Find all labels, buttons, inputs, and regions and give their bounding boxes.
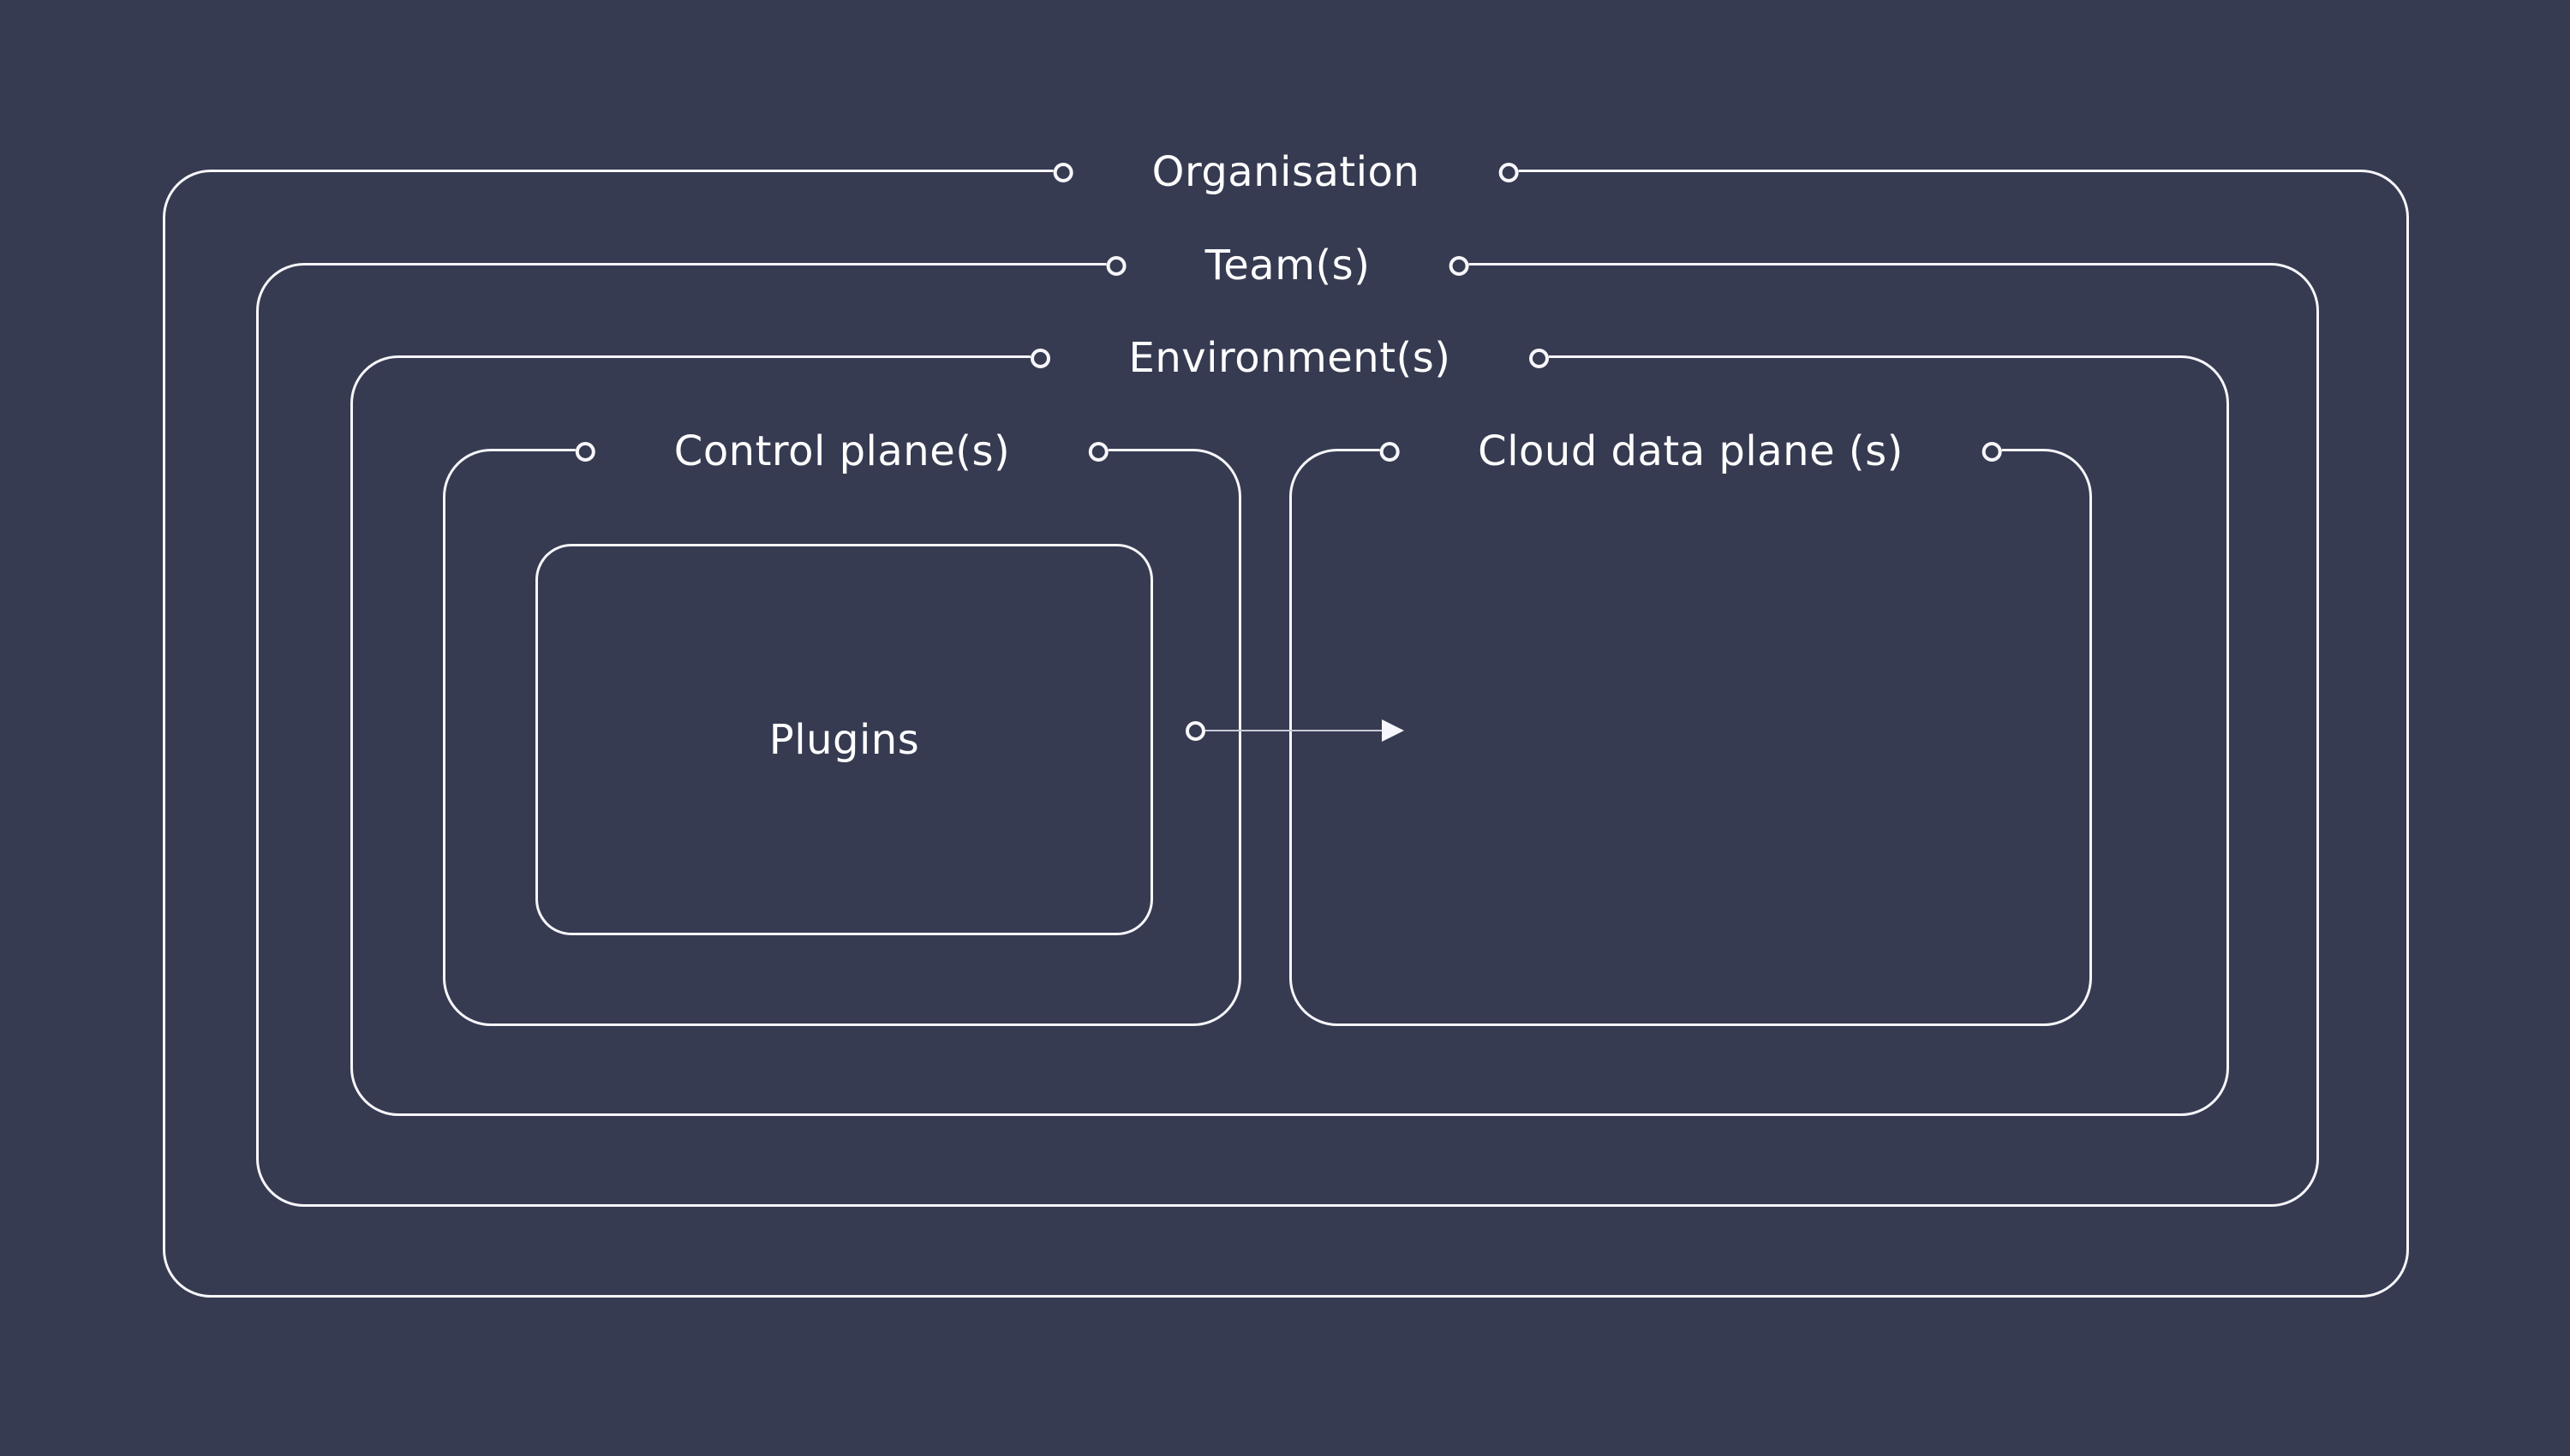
cloud-data-plane-label-group: Cloud data plane (s)	[1379, 421, 2002, 482]
teams-box: Team(s)	[256, 235, 2319, 1207]
line-end-dot-icon	[1498, 162, 1519, 182]
organisation-label: Organisation	[1151, 148, 1420, 196]
control-plane-box: Control plane(s)	[443, 421, 1241, 1026]
line-end-dot-icon	[1089, 441, 1109, 462]
teams-label-group: Team(s)	[1106, 235, 1469, 296]
arrow-start-dot-icon	[1186, 720, 1205, 741]
organisation-box: Organisation	[163, 141, 2409, 1298]
plugins-box: Plugins	[535, 544, 1153, 935]
line-end-dot-icon	[1449, 255, 1469, 276]
control-plane-label-group: Control plane(s)	[575, 421, 1109, 482]
line-end-dot-icon	[1379, 441, 1400, 462]
line-end-dot-icon	[1981, 441, 2002, 462]
environments-label-group: Environment(s)	[1030, 327, 1550, 389]
environments-box: Environment(s)	[350, 327, 2229, 1116]
organisation-label-group: Organisation	[1053, 141, 1519, 203]
cloud-data-plane-box: Cloud data plane (s)	[1289, 421, 2092, 1026]
teams-label: Team(s)	[1204, 242, 1371, 289]
line-end-dot-icon	[1529, 348, 1550, 368]
line-end-dot-icon	[575, 441, 595, 462]
arrow-shaft	[1205, 729, 1382, 732]
line-end-dot-icon	[1106, 255, 1127, 276]
control-plane-label: Control plane(s)	[673, 427, 1011, 475]
plugins-label: Plugins	[768, 715, 920, 764]
control-plane-to-cloud-data-plane-arrow	[1186, 719, 1404, 742]
line-end-dot-icon	[1030, 348, 1050, 368]
arrow-head-icon	[1382, 719, 1404, 742]
line-end-dot-icon	[1053, 162, 1073, 182]
environments-label: Environment(s)	[1128, 334, 1451, 382]
cloud-data-plane-label: Cloud data plane (s)	[1478, 427, 1904, 475]
